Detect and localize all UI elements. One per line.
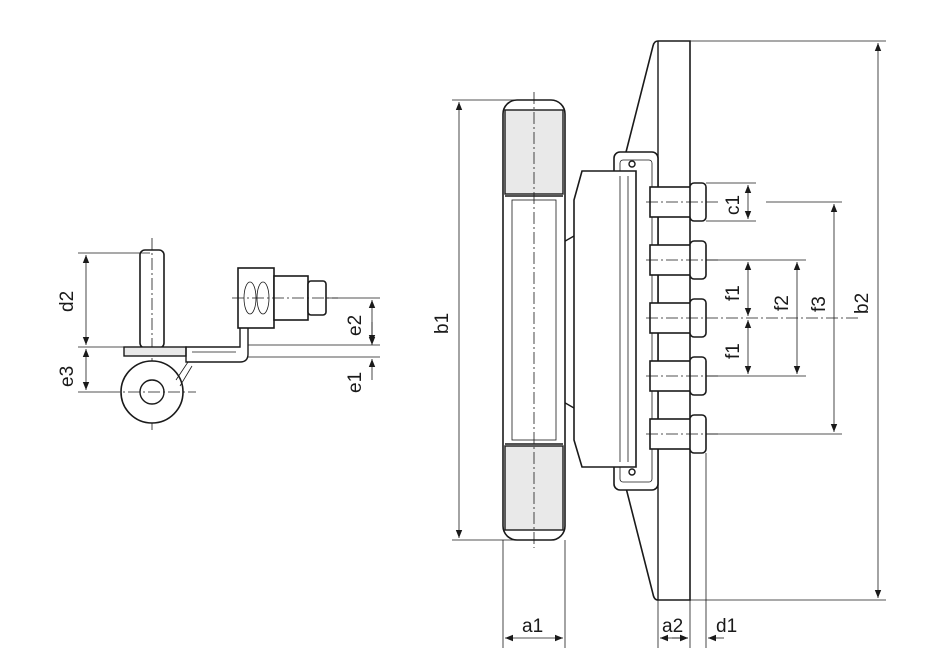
dim-label-f1-lower: f1 [723,343,744,359]
dim-label-e3: e3 [57,366,78,387]
dim-label-f1-upper: f1 [723,285,744,301]
hinge-body [573,170,637,468]
dim-label-a1: a1 [522,616,543,637]
dim-label-e2: e2 [345,315,366,336]
front-view [452,40,886,648]
side-view [78,238,380,432]
dim-label-b2: b2 [852,293,873,314]
dim-label-a2: a2 [662,616,683,637]
dim-label-f3: f3 [809,296,830,312]
dim-label-c1: c1 [723,195,744,215]
dim-label-b1: b1 [432,313,453,334]
dim-label-d2: d2 [57,291,78,312]
dim-label-d1: d1 [716,616,737,637]
side-plate [123,346,187,357]
dim-label-e1: e1 [345,372,366,393]
dim-label-f2: f2 [772,295,793,311]
